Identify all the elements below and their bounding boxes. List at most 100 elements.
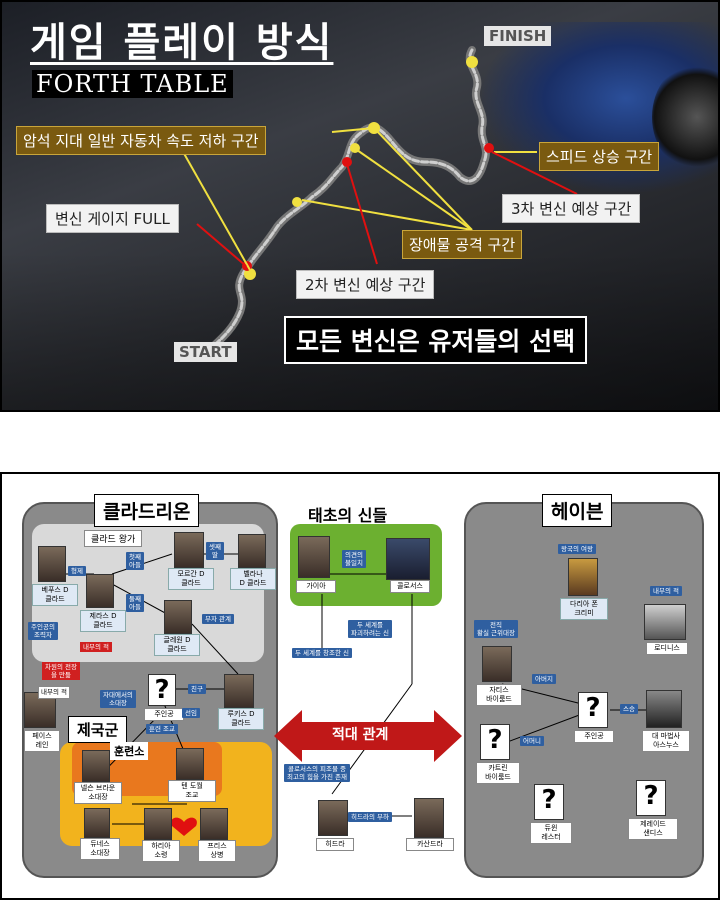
unknown-dunwin: ? [534,784,564,820]
portrait-zathis [482,646,512,682]
label-bellana: 벨라나 D 클라드 [230,568,276,590]
unknown-hero-claudrion: ? [148,674,176,706]
label-colossus: 콜로서스 [390,580,430,593]
primordial-title: 태초의 신들 [308,506,388,525]
rel-heaven-inner: 내부의 적 [650,586,682,596]
rel-father-heaven: 아버지 [532,674,556,684]
unknown-jerez: ? [636,780,666,816]
label-hario: 하리아 소령 [142,840,180,862]
portrait-morgan [174,532,204,568]
rock-zone-label: 암석 지대 일반 자동차 속도 저하 구간 [16,126,266,155]
rel-first-son: 첫째 아들 [126,552,144,570]
claudrion-title: 클라드리온 [94,494,200,527]
portrait-wizard [646,690,682,728]
enmity-label: 적대 관계 [332,727,389,743]
portrait-ten [176,748,204,780]
training-title: 훈련소 [110,742,149,760]
speed-up-label: 스피드 상승 구간 [539,142,660,171]
rel-master: 스승 [620,704,638,714]
portrait-hario [144,808,172,840]
portrait-colossus [386,538,430,580]
label-gleon: 글레원 D 클라드 [154,634,200,656]
unknown-hero-heaven: ? [578,692,608,728]
relationship-diagram: 클라드리온 태초의 신들 헤이븐 제국군 훈련소 클라드 왕가 적대 관계 베푸… [0,472,720,900]
portrait-jerus [86,574,114,608]
rel-second-son: 둘째 아들 [126,594,144,612]
all-choice-banner: 모든 변신은 유저들의 선택 [284,316,588,364]
rel-heaven-queen: 왕국의 여왕 [558,544,596,554]
label-rodnis: 로디니스 [646,642,688,655]
label-jerus: 제라스 D 클라드 [80,610,126,632]
label-hero-heaven: 주인공 [574,730,614,743]
rel-brother: 형제 [68,566,86,576]
label-bepus: 베푸스 D 클라드 [32,584,78,606]
label-morgan: 모르간 D 클라드 [168,568,214,590]
portrait-nelson [82,750,110,782]
label-hydra: 히드라 [316,838,354,851]
label-prince: 프리스 상병 [198,840,236,862]
rel-two-worlds-destroy: 두 세계를 파괴하려는 신 [348,620,392,638]
rel-colossus-strong: 콜로서스의 피조물 중 최고의 힘을 가진 존재 [284,764,351,782]
rel-inner-enemy: 내부의 적 [80,642,112,652]
rel-training-aide: 훈련 조교 [146,724,178,734]
label-dunwin: 듀윈 레스터 [530,822,572,844]
game-play-panel: 게임 플레이 방식 FORTH TABLE FINISH START 암석 지대… [0,0,720,412]
page-subtitle: FORTH TABLE [32,70,233,98]
rel-friend: 친구 [188,684,206,694]
second-transform-label: 2차 변신 예상 구간 [296,270,435,299]
rel-sibling: 셋째 딸 [206,542,224,560]
rel-father: 부자 관계 [202,614,234,624]
portrait-gleon [164,600,192,634]
portrait-bellana [238,534,266,568]
label-lukis: 루키스 D 클라드 [218,708,264,730]
rel-mother: 어머니 [520,736,544,746]
empire-title: 제국군 [68,716,128,743]
zone-marker-obstacle-1 [292,197,302,207]
label-cassandra: 카산드라 [406,838,454,851]
unknown-catrin: ? [480,724,510,760]
rel-mentor: 주인공의 조력자 [28,622,58,640]
rel-inner-enemy-2: 내부의 적 [38,686,70,699]
portrait-dunes [84,808,110,838]
finish-label: FINISH [484,26,552,46]
rel-two-worlds-create: 두 세계를 창조한 신 [292,648,353,658]
zone-marker-finish [466,56,478,68]
label-nelson: 넬슨 브라운 소대장 [74,782,122,804]
label-ten: 텐 도월 조교 [168,780,216,802]
heaven-title: 헤이븐 [542,494,613,527]
enmity-arrow [274,710,462,762]
gauge-full-label: 변신 게이지 FULL [46,204,179,233]
portrait-cassandra [414,798,444,838]
portrait-daria [568,558,598,596]
portrait-gaia [298,536,330,578]
heart-icon [171,817,197,836]
portrait-prince [200,808,228,840]
label-hero: 주인공 [144,708,184,721]
rel-senior: 선임 [182,708,200,718]
start-label: START [174,342,237,362]
label-gaia: 가이아 [296,580,336,593]
label-dunes: 듀네스 소대장 [80,838,120,860]
track-map [181,46,578,361]
rel-war-cause: 차원의 전장 을 만듦 [42,662,80,680]
label-pace: 페이스 레인 [24,730,60,752]
page-title: 게임 플레이 방식 [30,19,334,66]
portrait-bepus [38,546,66,582]
label-catrin: 카트린 바이룸드 [476,762,520,784]
portrait-lukis [224,674,254,708]
portrait-rodnis [644,604,686,640]
obstacle-attack-label: 장애물 공격 구간 [402,230,523,259]
label-jerez: 제레이드 샌디스 [628,818,678,840]
royal-title: 클라드 왕가 [84,530,143,547]
transform-marker-second [342,157,352,167]
portrait-hydra [318,800,348,836]
rel-opinion: 의견의 불일치 [342,550,366,568]
transform-marker-third [484,143,494,153]
rel-hydra-sub: 히드라의 부하 [348,812,392,822]
rel-self-leader: 자대에서의 소대장 [100,690,136,708]
third-transform-label: 3차 변신 예상 구간 [502,194,641,223]
label-wizard: 대 마법사 아스누스 [642,730,690,752]
label-zathis: 자티스 바이룸드 [476,684,522,706]
car-wheel-image [652,62,718,172]
label-daria: 다리아 폰 크리미 [560,598,608,620]
